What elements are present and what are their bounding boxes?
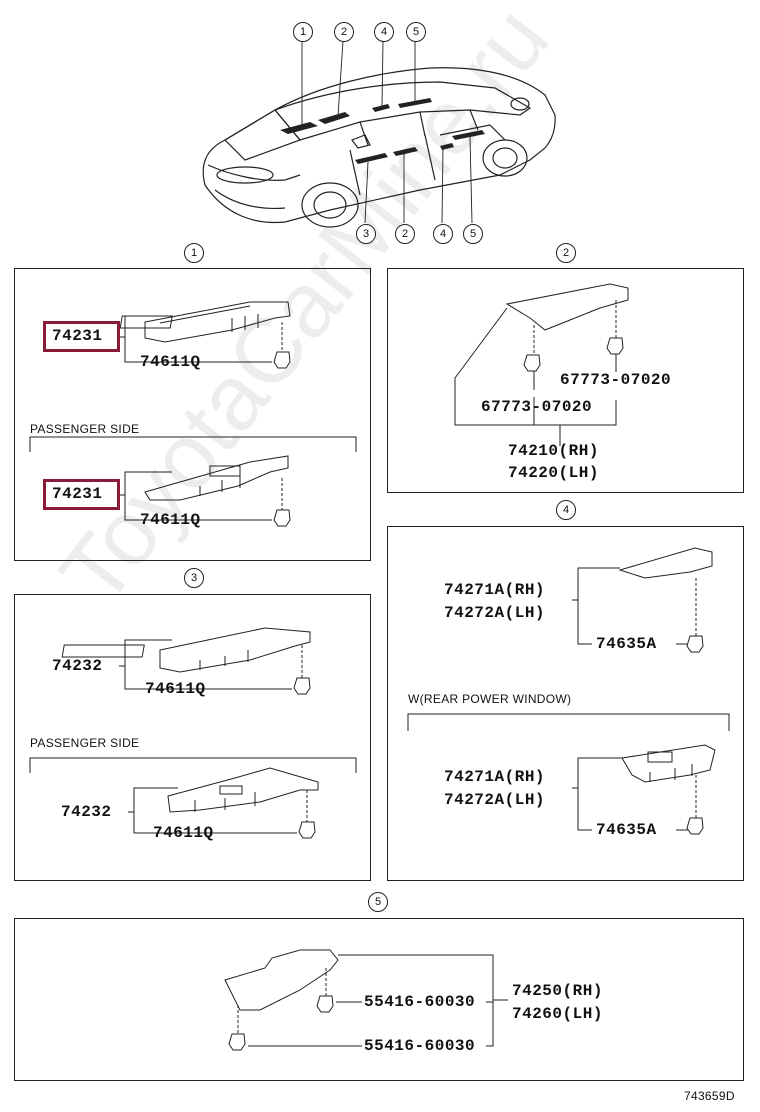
- part-number-74210-rh[interactable]: 74210(RH): [508, 442, 599, 460]
- car-callout-2: 2: [334, 22, 354, 42]
- car-callout-2b: 2: [395, 224, 415, 244]
- panel-1: [14, 268, 371, 561]
- panel-5: [14, 918, 744, 1081]
- part-number-74272a-lh-top[interactable]: 74272A(LH): [444, 604, 546, 622]
- panel-3-callout: 3: [184, 568, 204, 588]
- part-number-74260-lh[interactable]: 74260(LH): [512, 1005, 603, 1023]
- panel-1-callout: 1: [184, 243, 204, 263]
- clip-number-67773-07020-right[interactable]: 67773-07020: [560, 371, 672, 389]
- car-callout-1: 1: [293, 22, 313, 42]
- part-number-74272a-lh-bottom[interactable]: 74272A(LH): [444, 791, 546, 809]
- clip-number-74611q-p3-passenger[interactable]: 74611Q: [153, 824, 214, 842]
- part-number-74250-rh[interactable]: 74250(RH): [512, 982, 603, 1000]
- clip-number-55416-60030-upper[interactable]: 55416-60030: [364, 993, 476, 1011]
- part-number-74271a-rh-bottom[interactable]: 74271A(RH): [444, 768, 546, 786]
- passenger-side-label: PASSENGER SIDE: [30, 422, 140, 436]
- highlight-box-driver: [43, 321, 120, 352]
- part-number-74232-passenger[interactable]: 74232: [61, 803, 112, 821]
- car-illustration: [202, 40, 556, 228]
- highlight-box-passenger: [43, 479, 120, 510]
- panel-4-callout: 4: [556, 500, 576, 520]
- clip-number-67773-07020-left[interactable]: 67773-07020: [481, 398, 593, 416]
- panel-3: [14, 594, 371, 881]
- panel-5-callout: 5: [368, 892, 388, 912]
- part-number-74220-lh[interactable]: 74220(LH): [508, 464, 599, 482]
- car-callout-5b: 5: [463, 224, 483, 244]
- clip-number-55416-60030-lower[interactable]: 55416-60030: [364, 1037, 476, 1055]
- passenger-side-label-p3: PASSENGER SIDE: [30, 736, 140, 750]
- part-number-74232-driver[interactable]: 74232: [52, 657, 103, 675]
- figure-code: 743659D: [684, 1089, 735, 1103]
- clip-number-74611q-p3-driver[interactable]: 74611Q: [145, 680, 206, 698]
- car-callout-4b: 4: [433, 224, 453, 244]
- car-callout-5: 5: [406, 22, 426, 42]
- clip-number-74635a-top[interactable]: 74635A: [596, 635, 657, 653]
- panel-2: [387, 268, 744, 493]
- clip-number-74611q-passenger[interactable]: 74611Q: [140, 511, 201, 529]
- panel-4: [387, 526, 744, 881]
- part-number-74231-driver[interactable]: 74231: [52, 327, 103, 345]
- rear-power-window-label: W(REAR POWER WINDOW): [408, 692, 572, 706]
- panel-2-callout: 2: [556, 243, 576, 263]
- clip-number-74635a-bottom[interactable]: 74635A: [596, 821, 657, 839]
- car-callout-4: 4: [374, 22, 394, 42]
- car-callout-3b: 3: [356, 224, 376, 244]
- part-number-74271a-rh-top[interactable]: 74271A(RH): [444, 581, 546, 599]
- part-number-74231-passenger[interactable]: 74231: [52, 485, 103, 503]
- clip-number-74611q-driver[interactable]: 74611Q: [140, 353, 201, 371]
